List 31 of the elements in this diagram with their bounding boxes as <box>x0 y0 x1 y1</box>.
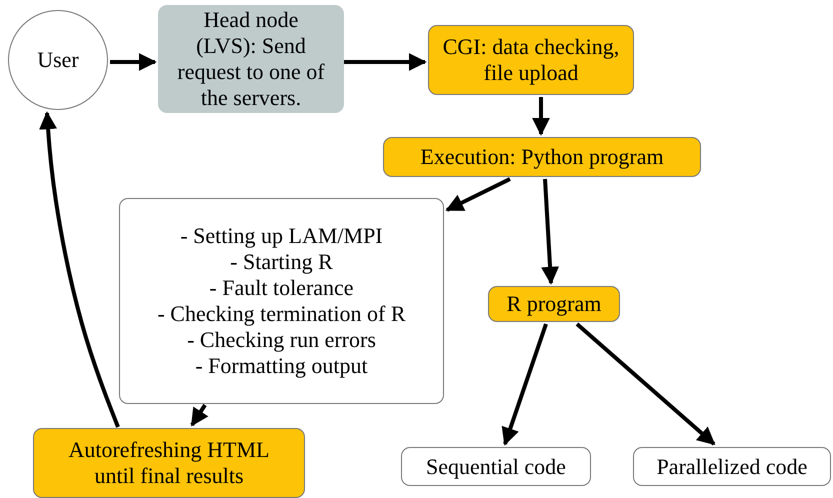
node-text: - Fault tolerance <box>209 275 354 301</box>
arrow <box>344 53 427 71</box>
arrow <box>110 53 157 71</box>
arrow <box>39 111 120 428</box>
process-box <box>383 137 701 177</box>
node-text: Head node (LVS): Send request to one of the servers. <box>176 7 326 111</box>
process-box <box>401 447 591 486</box>
node-text: - Setting up LAM/MPI <box>180 223 383 249</box>
node-text: R program <box>506 291 602 317</box>
node-text: Autorefreshing HTML until final results <box>67 437 270 489</box>
arrow <box>445 177 511 212</box>
node-text: - Checking run errors <box>187 327 376 353</box>
node-text: - Checking termination of R <box>157 301 406 327</box>
arrow <box>190 404 208 426</box>
arrow <box>502 323 548 446</box>
arrow <box>541 178 560 285</box>
node-text: - Formatting output <box>195 353 368 379</box>
node-text: User <box>37 47 79 73</box>
arrow <box>532 97 550 136</box>
node-text: Execution: Python program <box>420 144 664 170</box>
process-box <box>633 447 831 486</box>
node-text: Parallelized code <box>656 454 808 480</box>
process-box <box>488 286 620 322</box>
node-text: - Starting R <box>230 249 333 275</box>
process-box <box>119 198 444 404</box>
arrow <box>576 322 716 446</box>
node-text: Sequential code <box>426 454 566 480</box>
process-box <box>33 428 305 498</box>
process-box <box>428 25 634 95</box>
process-box <box>158 5 344 113</box>
node-text: CGI: data checking, file upload <box>442 34 620 86</box>
